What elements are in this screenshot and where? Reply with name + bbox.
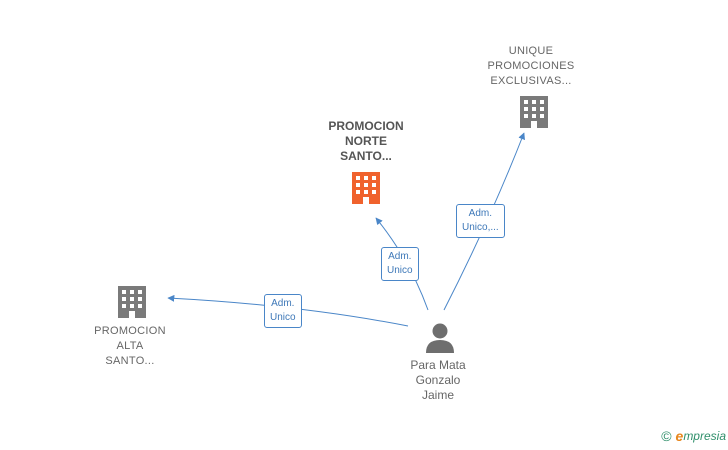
edge-label-line: Unico: [270, 312, 296, 323]
person-label[interactable]: Para Mata Gonzalo Jaime: [388, 358, 488, 403]
edge-label-to-left[interactable]: Adm. Unico: [264, 294, 302, 328]
edge-label-line: Adm.: [271, 298, 295, 309]
edge-label-line: Adm.: [388, 251, 412, 262]
edge-label-to-highlight[interactable]: Adm. Unico: [381, 247, 419, 281]
edge-label-line: Adm.: [468, 208, 493, 219]
building-icon[interactable]: [118, 286, 146, 318]
label-line: NORTE: [345, 134, 387, 148]
label-line: SANTO...: [340, 149, 392, 163]
building-icon[interactable]: [520, 96, 548, 128]
label-line: SANTO...: [105, 355, 155, 367]
company-label-left[interactable]: PROMOCION ALTA SANTO...: [80, 324, 180, 369]
label-line: PROMOCIONES: [487, 60, 575, 72]
brand-footer: © e mpresia: [661, 428, 726, 444]
label-line: ALTA: [116, 340, 144, 352]
label-line: UNIQUE: [508, 45, 554, 57]
label-line: EXCLUSIVAS...: [490, 75, 572, 87]
brand-logo-text: mpresia: [683, 429, 726, 443]
person-icon[interactable]: [426, 323, 454, 354]
edge-label-line: Unico,...: [462, 222, 499, 233]
company-label-top-right[interactable]: UNIQUE PROMOCIONES EXCLUSIVAS...: [476, 44, 586, 89]
label-line: PROMOCION: [328, 119, 404, 133]
edge-label-line: Unico: [387, 265, 413, 276]
building-highlight-icon[interactable]: [352, 172, 380, 204]
copyright-symbol: ©: [661, 428, 672, 444]
brand-logo-initial: e: [675, 428, 684, 444]
edge-label-to-top-right[interactable]: Adm. Unico,...: [456, 204, 505, 238]
label-line: Jaime: [421, 388, 454, 402]
company-label-highlight[interactable]: PROMOCION NORTE SANTO...: [306, 119, 426, 164]
label-line: Para Mata: [410, 358, 466, 372]
label-line: Gonzalo: [415, 373, 461, 387]
label-line: PROMOCION: [94, 325, 166, 337]
